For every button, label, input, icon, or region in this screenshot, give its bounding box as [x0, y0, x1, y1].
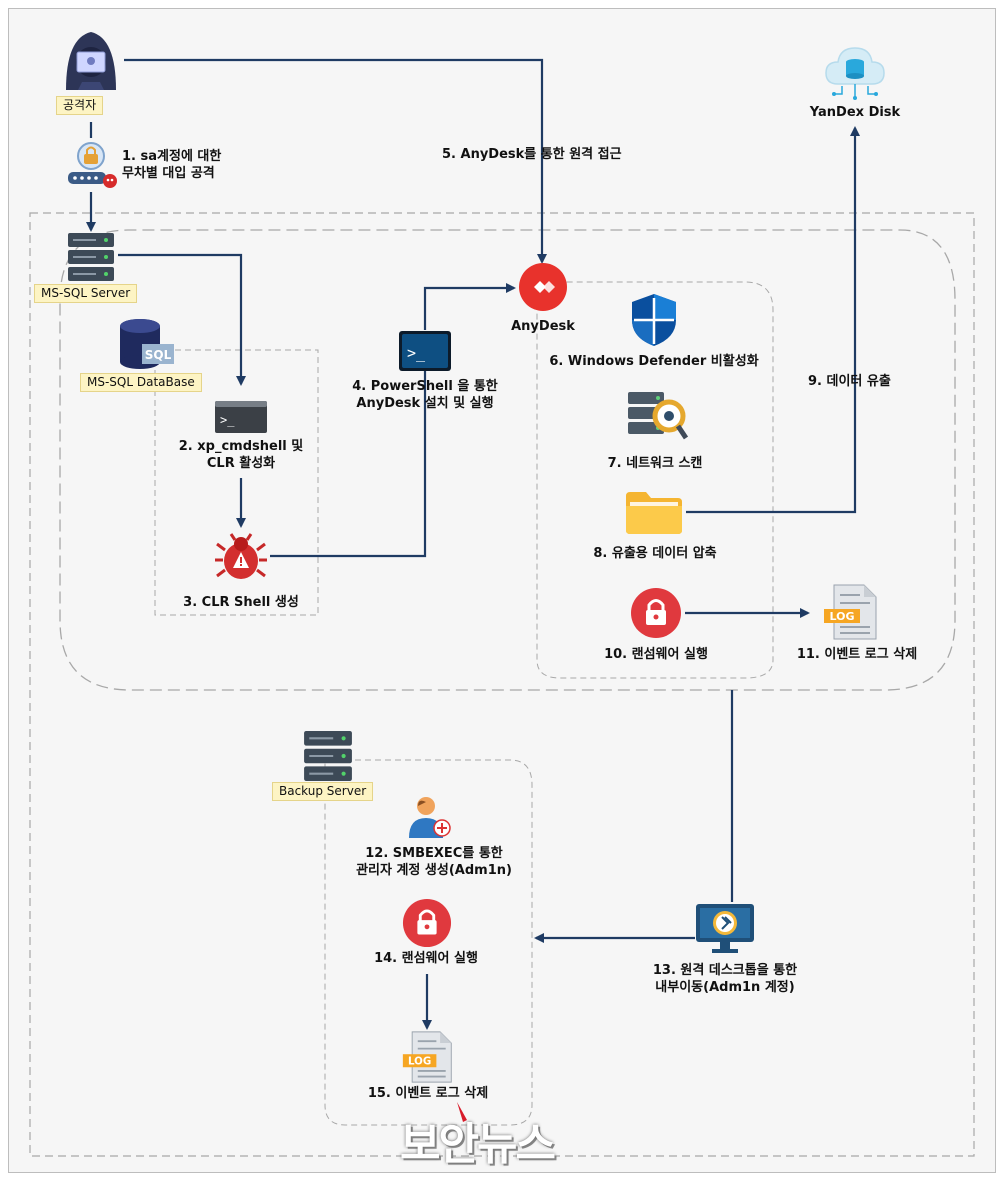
step-13-line-1: 13. 원격 데스크톱을 통한 [652, 963, 798, 978]
step-9-label: 9. 데이터 유출 [808, 374, 891, 389]
folder-icon [626, 492, 682, 534]
anydesk-icon [519, 263, 567, 311]
arrow-clrshell-to-powershell [270, 370, 427, 558]
step-5-label: 5. AnyDesk를 통한 원격 접근 [442, 147, 622, 162]
step-4-line-2: AnyDesk 설치 및 실행 [356, 396, 494, 411]
network-scan-icon [628, 392, 688, 440]
event-log-file-icon-backup: LOG [402, 1031, 452, 1083]
backup-server-label: Backup Server [272, 782, 374, 801]
step-10-label: 10. 랜섬웨어 실행 [604, 647, 708, 662]
svg-text:>_: >_ [220, 413, 235, 427]
svg-text:>_: >_ [407, 344, 426, 362]
step-2-line-2: CLR 활성화 [206, 456, 276, 471]
step-3-label: 3. CLR Shell 생성 [183, 595, 299, 610]
step-4-label: 4. PowerShell 을 통한 AnyDesk 설치 및 실행 [336, 378, 514, 412]
step-7-label: 7. 네트워크 스캔 [607, 456, 703, 471]
step-13-line-2: 내부이동(Adm1n 계정) [655, 980, 795, 995]
brute-force-lock-icon [68, 142, 117, 188]
ransomware-lock-icon [631, 588, 681, 638]
mssql-database-label: MS-SQL DataBase [80, 373, 202, 392]
mssql-server-icon [68, 233, 114, 281]
step-6-label: 6. Windows Defender 비활성화 [549, 354, 759, 369]
sql-database-icon: SQL [120, 319, 174, 369]
hacker-icon [66, 32, 116, 90]
step-2-line-1: 2. xp_cmdshell 및 [178, 439, 304, 454]
remote-desktop-monitor-icon [696, 904, 754, 953]
arrow-server-to-cmdshell [118, 253, 246, 386]
sql-icon-text: SQL [145, 348, 172, 362]
command-prompt-icon: >_ [215, 401, 267, 433]
step-1-line-2: 무차별 대입 공격 [122, 166, 215, 181]
step-15-label: 15. 이벤트 로그 삭제 [367, 1086, 489, 1101]
attacker-label: 공격자 [56, 96, 104, 115]
log-icon-text: LOG [830, 610, 855, 623]
arrow-folder-to-yandex [686, 126, 860, 514]
step-14-label: 14. 랜섬웨어 실행 [374, 951, 478, 966]
log-icon-text-backup: LOG [408, 1055, 431, 1067]
yandex-disk-cloud-icon [825, 47, 885, 100]
event-log-file-icon: LOG [824, 584, 877, 640]
mssql-server-label: MS-SQL Server [34, 284, 138, 303]
step-2-label: 2. xp_cmdshell 및 CLR 활성화 [166, 438, 316, 472]
malware-bug-icon [215, 533, 267, 579]
yandex-disk-label: YanDex Disk [809, 105, 901, 120]
step-11-label: 11. 이벤트 로그 삭제 [796, 647, 918, 662]
step-1-label: 1. sa계정에 대한 무차별 대입 공격 [122, 148, 221, 182]
backup-server-icon [304, 731, 352, 781]
watermark-pen-icon [457, 1102, 467, 1122]
step-12-line-1: 12. SMBEXEC를 통한 [365, 846, 503, 861]
step-1-line-1: 1. sa계정에 대한 [122, 149, 222, 164]
backup-zone-boundary [324, 759, 533, 1126]
internal-network-boundary [29, 212, 975, 1157]
step-4-line-1: 4. PowerShell 을 통한 [352, 379, 498, 394]
anydesk-label: AnyDesk [511, 319, 575, 334]
powershell-icon: >_ [399, 331, 451, 371]
step-12-line-2: 관리자 계정 생성(Adm1n) [356, 863, 512, 878]
ransomware-lock-icon-backup [402, 898, 452, 948]
step-8-label: 8. 유출용 데이터 압축 [593, 546, 717, 561]
windows-defender-shield-icon [632, 294, 676, 346]
step-12-label: 12. SMBEXEC를 통한 관리자 계정 생성(Adm1n) [334, 845, 534, 879]
arrow-powershell-to-anydesk [423, 283, 516, 330]
arrow-attacker-to-anydesk [124, 58, 547, 264]
source-watermark: 보안뉴스 [400, 1119, 556, 1170]
admin-user-add-icon [409, 797, 451, 838]
diagram-frame [8, 8, 996, 1173]
step-13-label: 13. 원격 데스크톱을 통한 내부이동(Adm1n 계정) [630, 962, 820, 996]
